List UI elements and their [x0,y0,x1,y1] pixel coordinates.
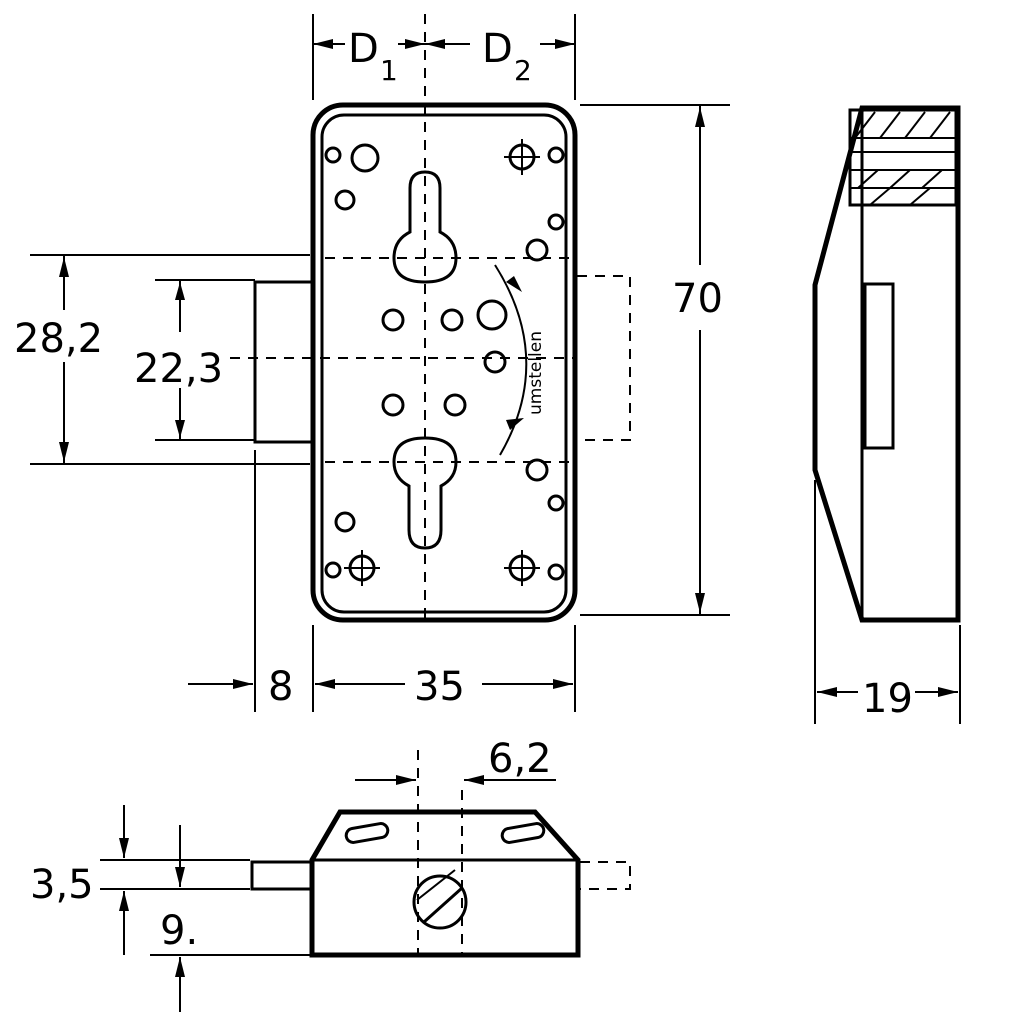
cylinder [412,874,468,930]
hole [324,561,342,579]
dimension-depth: 19 [814,480,961,724]
hole [547,213,565,231]
hole [324,146,342,164]
hole [350,143,380,173]
hole [381,393,405,417]
hole [476,299,508,331]
hole [381,308,405,332]
bottom-bolt-dashed [580,861,631,890]
hole [525,458,549,482]
mounting-hole-bottom-left [344,550,380,586]
dimension-backset: 28,2 [14,254,310,465]
dim-depth-label: 19 [862,676,913,722]
side-view [812,105,961,623]
hole [443,393,467,417]
cylinder-slot-line [422,886,464,924]
dimension-bolt-throw: 9. [150,825,310,1012]
bottom-bolt [250,860,314,891]
cylinder-slot-line [416,869,456,901]
front-view: umstellen [230,14,631,623]
hole [440,308,464,332]
dimension-bolt-projection-and-width: 8 35 [188,450,576,712]
dimension-thickness: 3,5 [30,805,250,955]
dim-d1-subscript: 1 [380,54,398,87]
hole [334,189,356,211]
mounting-hole-top-right [504,139,540,175]
hole [334,511,356,533]
side-bolt-slot [863,282,895,450]
slot-right [500,822,546,844]
side-body-outline [812,105,961,623]
dim-d2-subscript: 2 [514,54,532,87]
bolt-right-dashed [577,275,631,441]
dim-keyhole-offset-label: 6,2 [488,736,552,782]
hole [547,146,565,164]
bottom-view [250,750,631,958]
adjust-arc [494,264,528,456]
hole [547,563,565,581]
adjust-arrow-top [506,276,522,292]
bottom-body-outline [309,809,581,958]
dimension-d1-d2: D 1 D 2 [312,14,576,100]
slot-left [344,822,390,844]
dim-bolt-height-label: 22,3 [134,346,223,392]
hole [525,238,549,262]
dim-bolt-projection-label: 8 [268,664,293,710]
keyhole-lower [392,436,458,550]
keyhole-upper [392,170,458,284]
dim-bolt-throw-label: 9. [160,908,198,954]
dim-d1-label: D [348,26,379,72]
bolt-left [253,280,315,444]
dimension-keyhole-offset: 6,2 [355,736,556,785]
mounting-hole-bottom-right [504,550,540,586]
adjust-arrow-bottom [506,418,524,430]
dim-backset-label: 28,2 [14,316,103,362]
adjust-label: umstellen [526,331,546,415]
dim-width-label: 35 [414,664,465,710]
dim-d2-label: D [482,26,513,72]
side-top-section [848,108,958,207]
dimension-height: 70 [580,104,730,616]
lock-case-inner-outline [320,113,568,614]
dimension-bolt-height: 22,3 [134,279,255,441]
hole [547,494,565,512]
dim-thickness-label: 3,5 [30,862,94,908]
dim-height-label: 70 [672,276,723,322]
hole [483,350,507,374]
